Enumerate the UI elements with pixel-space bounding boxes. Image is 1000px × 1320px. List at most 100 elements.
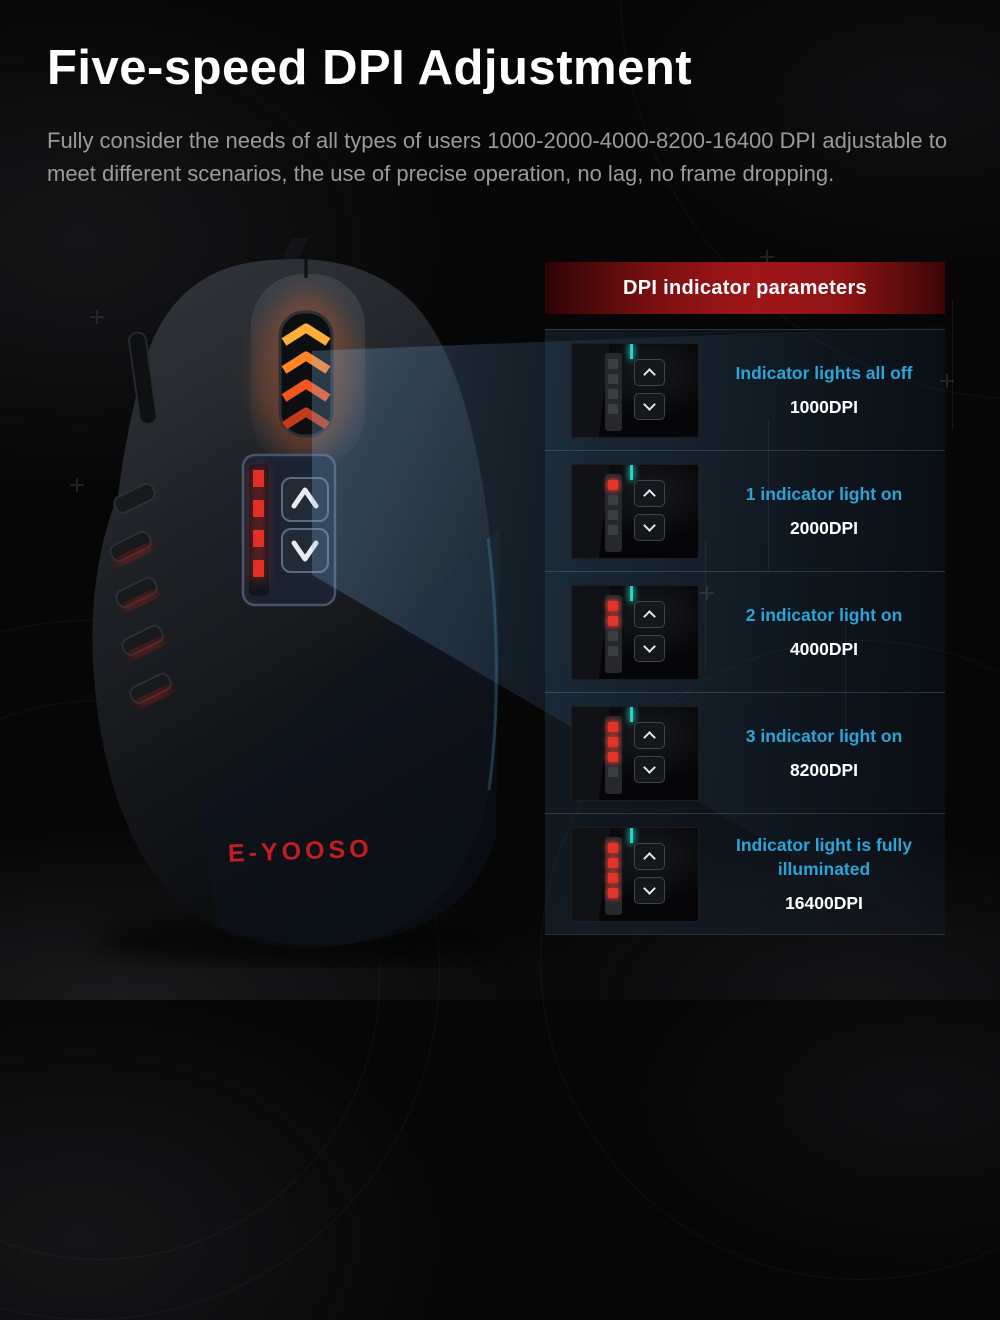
- dpi-control-panel: [241, 453, 337, 607]
- dpi-row-1000: Indicator lights all off 1000DPI: [545, 329, 945, 450]
- led-strip: [605, 473, 622, 552]
- dpi-indicator-thumbnail: [571, 342, 699, 438]
- dpi-led: [608, 736, 618, 747]
- dpi-value: 1000DPI: [789, 396, 859, 417]
- led-strip: [605, 352, 622, 431]
- dpi-led: [608, 524, 618, 535]
- indicator-status-label: 1 indicator light on: [745, 484, 903, 505]
- led-strip: [605, 836, 622, 915]
- dpi-led: [608, 842, 618, 853]
- dpi-led: [608, 887, 618, 898]
- dpi-led: [608, 630, 618, 641]
- dpi-up-button: [634, 842, 665, 870]
- gaming-mouse-image: E-YOOSO: [48, 230, 548, 968]
- line-decoration: [768, 420, 769, 570]
- dpi-buttons: [634, 600, 665, 662]
- teal-light: [630, 706, 633, 722]
- teal-light: [630, 343, 633, 359]
- dpi-led: [608, 857, 618, 868]
- row-text: Indicator light is fully illuminated 164…: [715, 834, 937, 913]
- rim-light: [486, 537, 498, 791]
- row-text: 2 indicator light on 4000DPI: [715, 604, 937, 660]
- chevron-up-icon: [643, 367, 656, 381]
- page-description: Fully consider the needs of all types of…: [47, 128, 948, 187]
- indicator-status-label: Indicator lights all off: [735, 363, 913, 384]
- teal-light: [630, 585, 633, 601]
- indicator-status-label: 3 indicator light on: [745, 726, 903, 747]
- chevron-up-icon: [643, 609, 656, 623]
- side-trigger-button: [128, 331, 158, 426]
- chevron-up-icon: [643, 730, 656, 744]
- side-buttons: [109, 482, 172, 707]
- dpi-led: [608, 403, 618, 414]
- plus-decoration: [70, 478, 84, 492]
- dpi-led: [608, 600, 618, 611]
- plus-decoration: [700, 586, 714, 600]
- dpi-up-button: [634, 721, 665, 749]
- dpi-led: [608, 509, 618, 520]
- line-decoration: [845, 620, 846, 740]
- dpi-down-button: [634, 634, 665, 662]
- dpi-value: 8200DPI: [789, 759, 859, 780]
- mouse-illustration: E-YOOSO: [92, 230, 503, 966]
- chevron-down-icon: [643, 640, 656, 653]
- dpi-down-button: [634, 876, 665, 904]
- dpi-value: 4000DPI: [789, 638, 859, 659]
- dpi-led: [608, 479, 618, 490]
- dpi-led: [608, 494, 618, 505]
- dpi-row-2000: 1 indicator light on 2000DPI: [545, 450, 945, 571]
- dpi-led: [608, 358, 618, 369]
- mouse-shading: [198, 528, 500, 946]
- dpi-led: [608, 721, 618, 732]
- chevron-up-icon: [643, 488, 656, 502]
- dpi-rows: Indicator lights all off 1000DPI: [545, 329, 945, 935]
- teal-light: [630, 464, 633, 480]
- dpi-up-button: [634, 479, 665, 507]
- dpi-buttons: [634, 358, 665, 420]
- dpi-value: 16400DPI: [785, 892, 863, 913]
- chevron-down-icon: [643, 761, 656, 774]
- chevron-up-icon: [643, 851, 656, 865]
- dpi-row-16400: Indicator light is fully illuminated 164…: [545, 813, 945, 934]
- dpi-down-button: [634, 755, 665, 783]
- dpi-up-button: [634, 600, 665, 628]
- plus-decoration: [940, 374, 954, 388]
- dpi-buttons: [634, 479, 665, 541]
- dpi-led-strip: [251, 466, 266, 581]
- indicator-status-label: Indicator light is fully illuminated: [736, 835, 912, 879]
- dpi-led: [608, 751, 618, 762]
- dpi-down-button: [634, 513, 665, 541]
- plus-decoration: [760, 250, 774, 264]
- dpi-parameters-panel: DPI indicator parameters Indicator light…: [545, 262, 945, 935]
- dpi-indicator-thumbnail: [571, 584, 699, 680]
- plus-decoration: [90, 310, 104, 324]
- row-text: 1 indicator light on 2000DPI: [715, 483, 937, 539]
- dpi-led: [608, 645, 618, 656]
- dpi-led: [608, 615, 618, 626]
- dpi-indicator-thumbnail: [571, 463, 699, 559]
- teal-light: [630, 827, 633, 843]
- dpi-down-button: [634, 392, 665, 420]
- panel-header: DPI indicator parameters: [545, 262, 945, 314]
- chevron-down-icon: [643, 519, 656, 532]
- chevron-up-icon: [291, 487, 319, 509]
- dpi-buttons: [634, 842, 665, 904]
- dpi-up-button: [634, 358, 665, 386]
- row-text: 3 indicator light on 8200DPI: [715, 725, 937, 781]
- dpi-row-4000: 2 indicator light on 4000DPI: [545, 571, 945, 692]
- dpi-indicator-thumbnail: [571, 705, 699, 801]
- chevron-down-icon: [291, 540, 319, 562]
- row-text: Indicator lights all off 1000DPI: [715, 362, 937, 418]
- page-title: Five-speed DPI Adjustment: [47, 41, 693, 95]
- led-strip: [605, 715, 622, 794]
- line-decoration: [705, 540, 706, 670]
- dpi-value: 2000DPI: [789, 517, 859, 538]
- dpi-led: [608, 872, 618, 883]
- chevron-down-icon: [643, 398, 656, 411]
- dpi-led: [608, 373, 618, 384]
- dpi-buttons: [634, 721, 665, 783]
- brand-logo: E-YOOSO: [228, 835, 374, 868]
- dpi-row-8200: 3 indicator light on 8200DPI: [545, 692, 945, 813]
- dpi-indicator-thumbnail: [571, 826, 699, 922]
- dpi-down-button: [281, 528, 329, 573]
